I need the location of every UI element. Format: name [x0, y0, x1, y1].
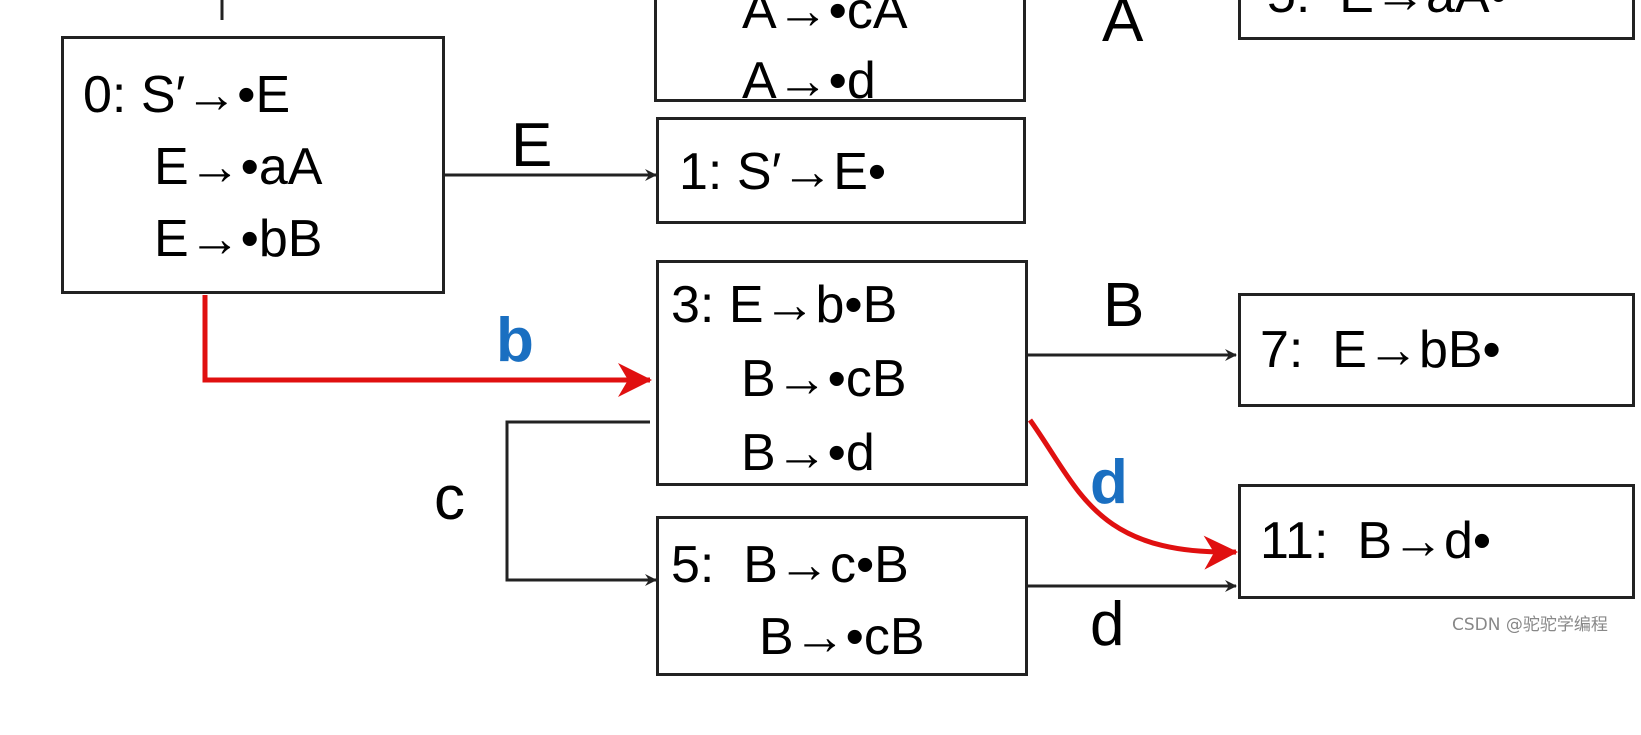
- state-top-right: 5: E→aA•: [1238, 0, 1635, 40]
- state-11: 11: B→d•: [1238, 484, 1635, 599]
- lr-automaton-diagram: [202, 0, 1238, 592]
- item-line: B→•cB: [759, 608, 925, 666]
- edge-label-big-b: B: [1103, 271, 1145, 340]
- edge-label-d: d: [1090, 590, 1125, 659]
- item-line: 1: S′→E•: [679, 143, 887, 201]
- item-line: E→•bB: [154, 210, 323, 268]
- item-line: B→•d: [741, 424, 875, 482]
- state-7: 7: E→bB•: [1238, 293, 1635, 407]
- state-5: 5: B→c•B B→•cB: [656, 516, 1028, 676]
- item-line: E→•aA: [154, 138, 323, 196]
- state-1: 1: S′→E•: [656, 117, 1026, 224]
- item-line: B→•cB: [741, 350, 907, 408]
- item-line: 0: S′→•E: [83, 66, 291, 124]
- item-line: A→•d: [742, 52, 876, 110]
- edge-label-c: c: [434, 464, 465, 533]
- item-line: A→•cA: [742, 0, 908, 40]
- item-line: 7: E→bB•: [1260, 321, 1501, 379]
- state-3: 3: E→b•B B→•cB B→•d: [656, 260, 1028, 486]
- item-line: 11: B→d•: [1260, 512, 1492, 570]
- edge-label-b: b: [496, 306, 534, 375]
- edge-d-3-to-11: [1027, 418, 1238, 570]
- state-top-middle: A→•cA A→•d: [654, 0, 1026, 110]
- item-line: 5: B→c•B: [671, 536, 909, 594]
- item-line: 5: E→aA•: [1267, 0, 1508, 31]
- edge-label-a: A: [1102, 0, 1144, 55]
- state-0: 0: S′→•E E→•aA E→•bB: [61, 36, 445, 294]
- edge-c-3-to-5: [505, 420, 657, 586]
- edge-label-e: E: [511, 111, 553, 180]
- edge-b-0-to-3: [202, 295, 652, 397]
- edge-label-d-highlighted: d: [1090, 448, 1128, 517]
- item-line: 3: E→b•B: [671, 276, 898, 334]
- watermark: CSDN @驼驼学编程: [1452, 615, 1608, 635]
